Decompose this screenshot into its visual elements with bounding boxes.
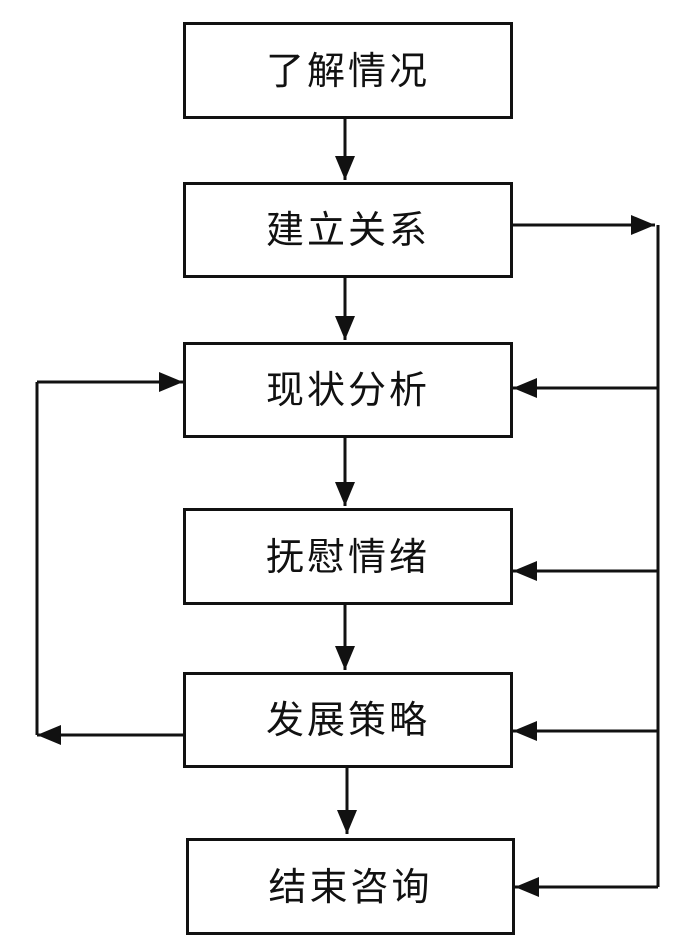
- step-soothe-label: 抚慰情绪: [265, 534, 430, 579]
- step-analysis: 现状分析: [183, 342, 513, 438]
- step-end-label: 结束咨询: [268, 864, 433, 909]
- step-end: 结束咨询: [186, 838, 515, 935]
- step-soothe: 抚慰情绪: [183, 508, 513, 605]
- step-strategy: 发展策略: [183, 672, 513, 768]
- step-strategy-label: 发展策略: [265, 698, 430, 742]
- step-rapport: 建立关系: [183, 182, 513, 278]
- step-analysis-label: 现状分析: [265, 368, 430, 412]
- step-rapport-label: 建立关系: [265, 208, 430, 252]
- step-understand: 了解情况: [183, 22, 513, 119]
- step-understand-label: 了解情况: [265, 48, 430, 93]
